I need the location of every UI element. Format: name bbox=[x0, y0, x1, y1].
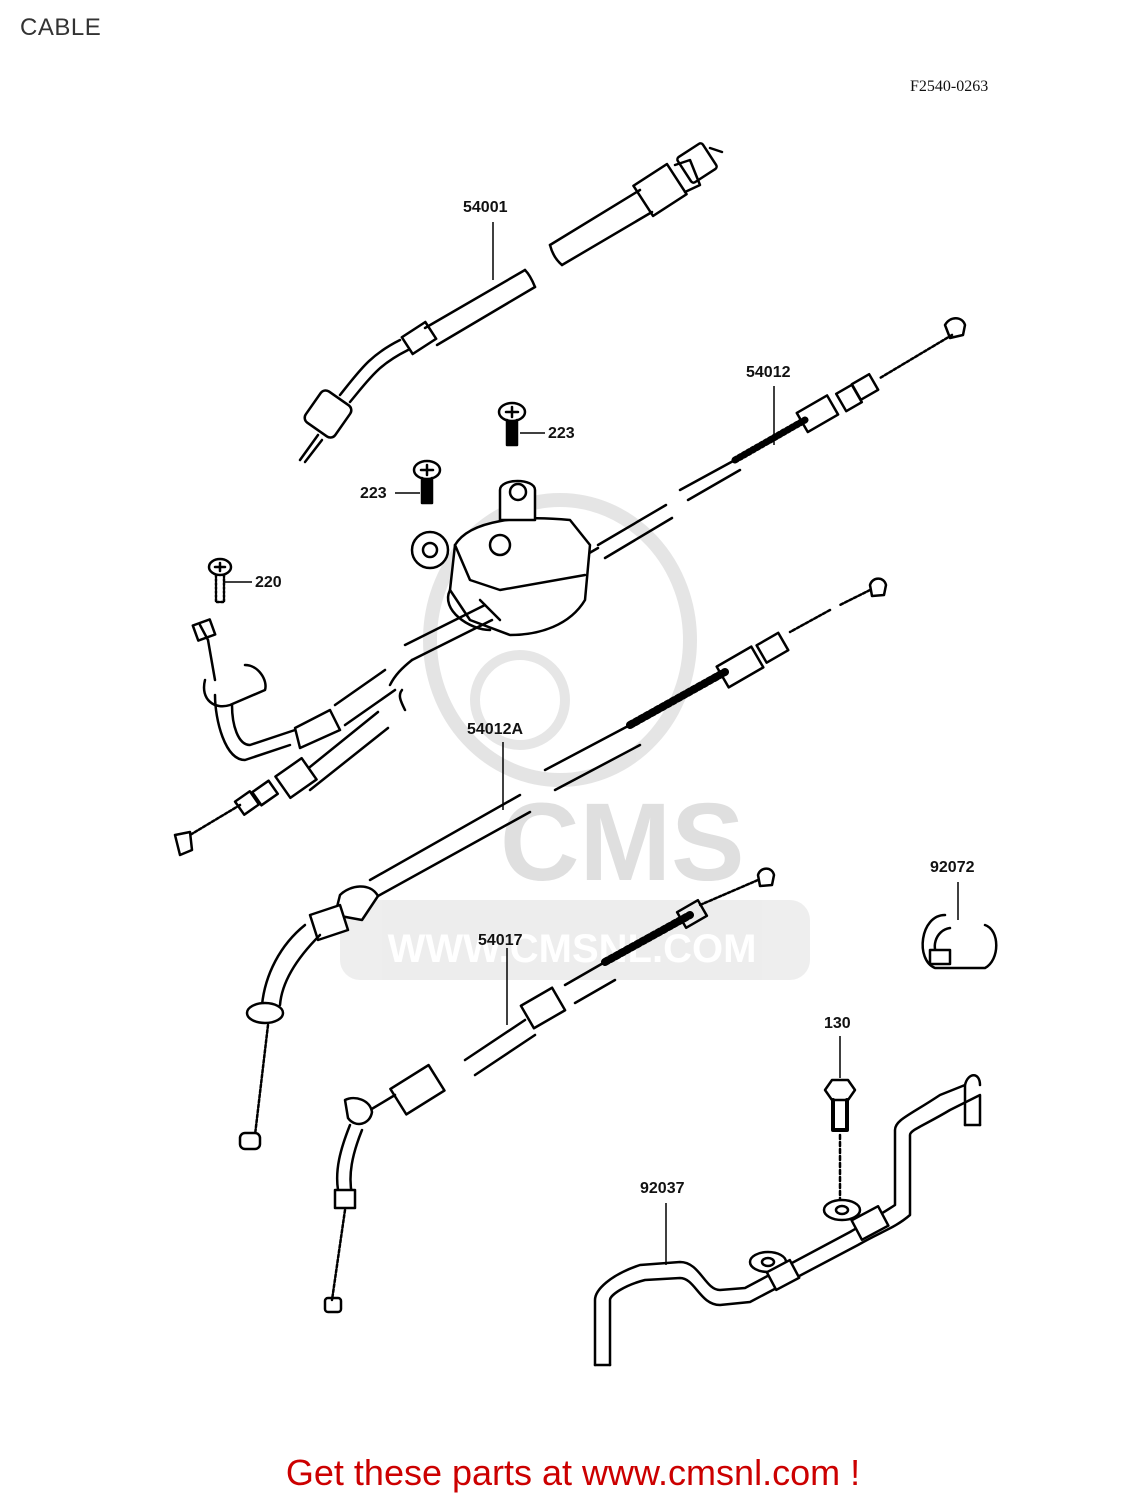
part-label-223-lower: 223 bbox=[360, 485, 387, 502]
watermark-logo-text: CMS bbox=[500, 781, 744, 904]
parts-diagram: CMS WWW.CMSNL.COM bbox=[173, 142, 998, 1367]
part-label-92072: 92072 bbox=[930, 859, 975, 876]
bracket-92037 bbox=[593, 1074, 982, 1367]
part-label-54001: 54001 bbox=[463, 199, 508, 216]
speedometer-cable bbox=[298, 142, 724, 464]
bolt-130 bbox=[823, 1078, 857, 1207]
part-label-220: 220 bbox=[255, 574, 282, 591]
choke-cable-left bbox=[173, 603, 494, 857]
part-label-223-upper: 223 bbox=[548, 425, 575, 442]
page-title: CABLE bbox=[20, 14, 102, 41]
part-label-54012A: 54012A bbox=[467, 721, 524, 738]
throttle-cable-upper bbox=[558, 317, 967, 572]
part-label-92037: 92037 bbox=[640, 1180, 685, 1197]
screw-223-lower bbox=[412, 459, 442, 505]
screw-220 bbox=[207, 557, 233, 604]
clamp-92072 bbox=[921, 913, 998, 970]
watermark: CMS WWW.CMSNL.COM bbox=[340, 493, 810, 980]
part-label-130: 130 bbox=[824, 1015, 851, 1032]
part-label-54012: 54012 bbox=[746, 364, 791, 381]
screw-223-upper bbox=[497, 401, 527, 447]
leader-lines bbox=[225, 222, 959, 1265]
part-label-54017: 54017 bbox=[478, 932, 523, 949]
figure-code: F2540-0263 bbox=[910, 78, 989, 95]
throttle-cable-lower bbox=[238, 577, 888, 1151]
throttle-cable-bottom bbox=[323, 867, 776, 1314]
watermark-url-text: WWW.CMSNL.COM bbox=[388, 927, 757, 971]
footer-link-banner[interactable]: Get these parts at www.cmsnl.com ! bbox=[285, 1452, 861, 1493]
